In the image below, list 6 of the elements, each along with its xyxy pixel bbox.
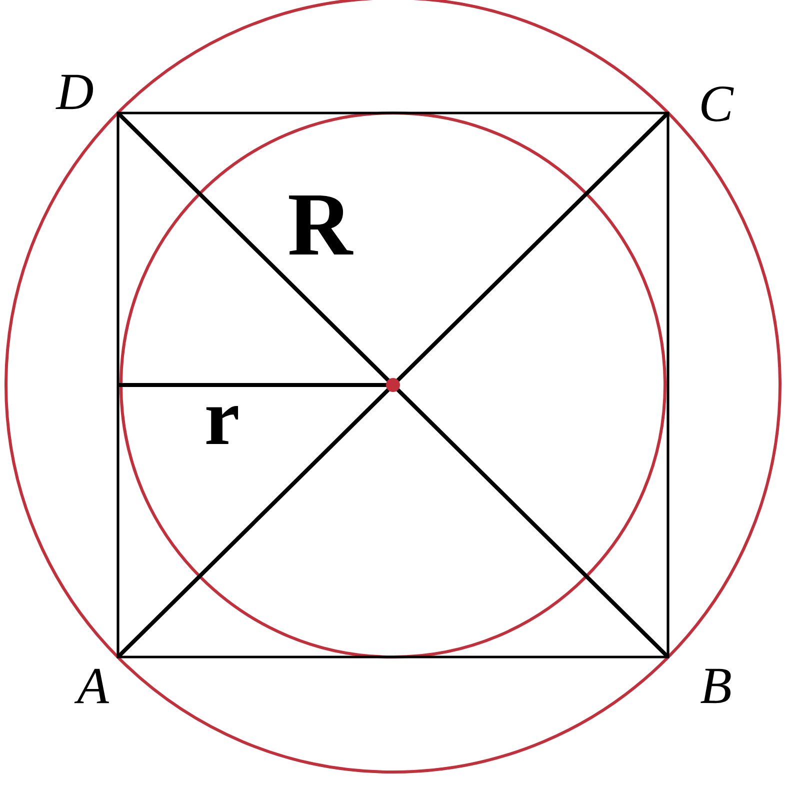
radius-label: r	[206, 406, 238, 444]
vertex-label: C	[702, 86, 734, 122]
vertex-label: A	[74, 668, 110, 704]
vertex-label: D	[56, 74, 93, 110]
vertex-label: B	[700, 668, 731, 704]
radius-label: R	[289, 196, 354, 254]
